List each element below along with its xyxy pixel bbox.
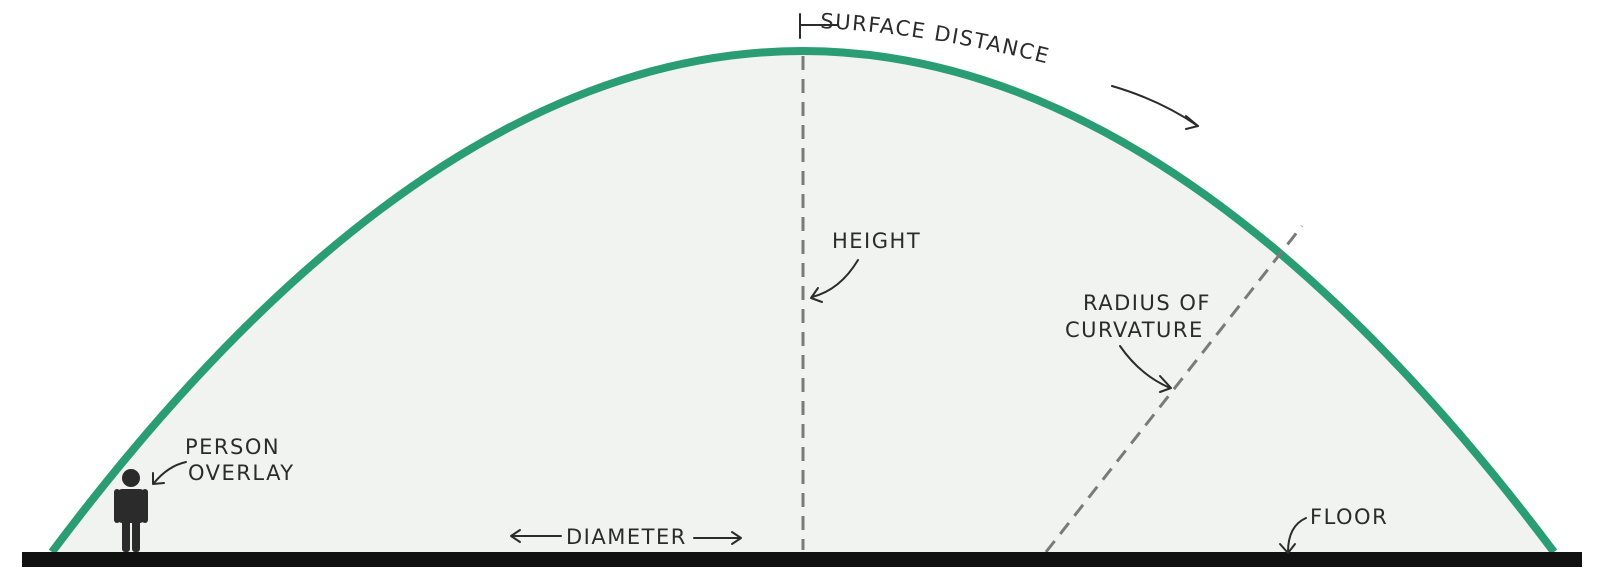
person-label-line2: OVERLAY [188,461,295,485]
floor-arrow [1287,517,1307,553]
height-annotation: HEIGHT [810,229,921,303]
person-label-line1: PERSON [185,435,280,459]
diameter-annotation: DIAMETER [510,525,742,549]
radius-line [1044,225,1304,553]
radius-arrow [1119,345,1171,389]
floor-bar [22,552,1582,567]
radius-annotation: RADIUS OF CURVATURE [1065,291,1211,393]
person-arrow [153,461,187,484]
height-label: HEIGHT [832,229,921,253]
height-arrow [811,259,859,298]
surface-distance-arrow [1111,85,1199,127]
radius-label-line1: RADIUS OF [1083,291,1211,315]
person-annotation: PERSON OVERLAY [152,435,295,485]
person-silhouette-icon [114,469,148,552]
dome-outline [48,47,1558,555]
floor-label: FLOOR [1310,505,1388,529]
floor-annotation: FLOOR [1279,505,1388,554]
radius-label-line2: CURVATURE [1065,318,1204,342]
diameter-label: DIAMETER [566,525,687,549]
